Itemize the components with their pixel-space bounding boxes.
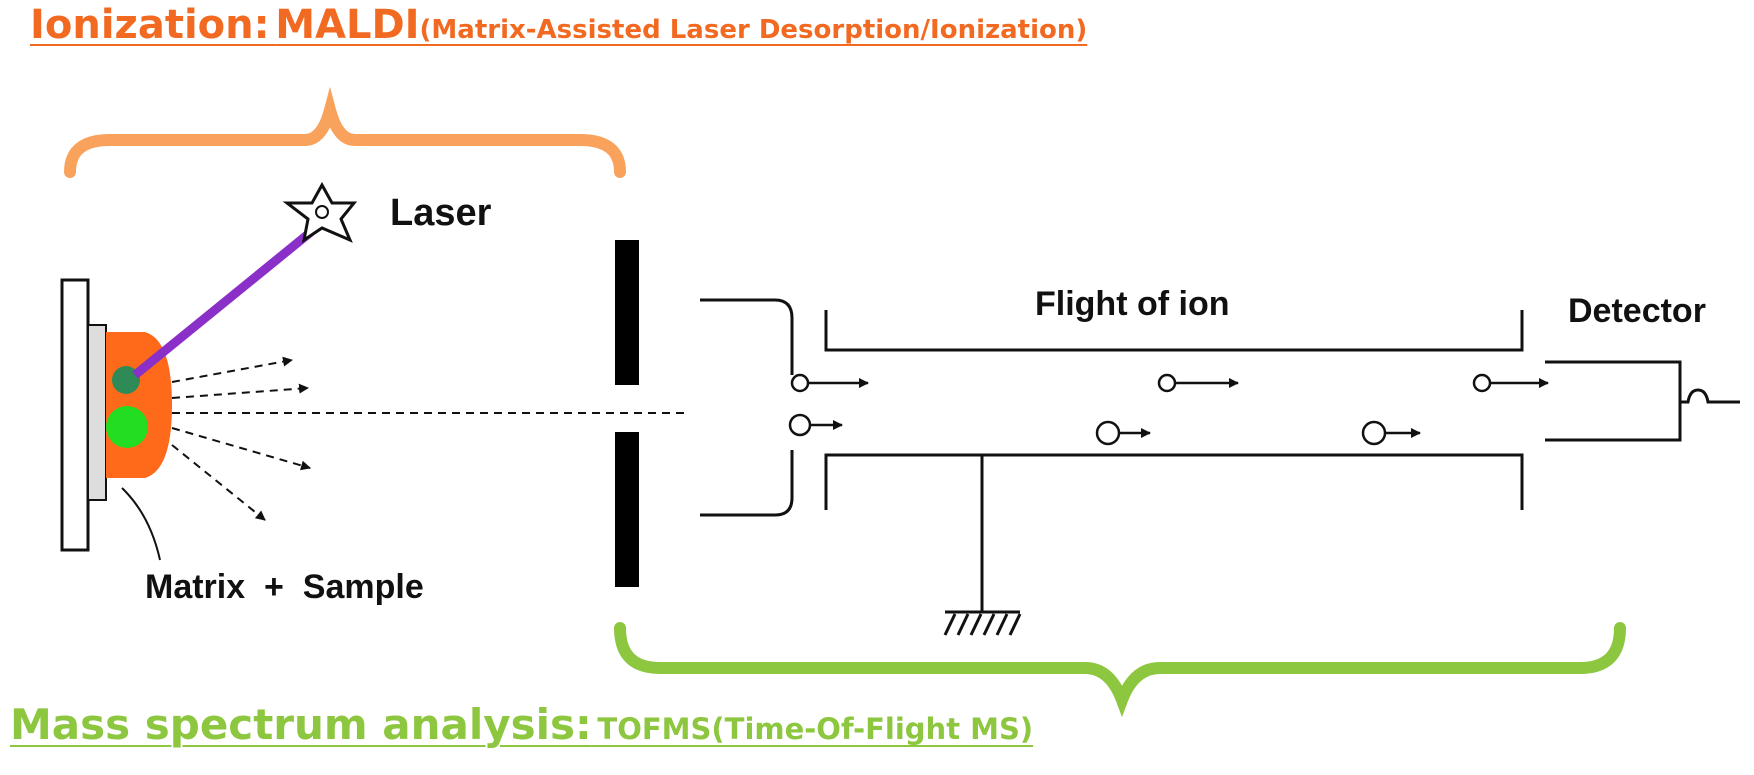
sample-plate [60, 278, 172, 561]
mass-spectrum-title: Mass spectrum analysis: TOFMS(Time-Of-Fl… [10, 700, 1033, 749]
laser-beam [132, 227, 315, 379]
detector-label: Detector [1568, 292, 1706, 330]
matrix-dot [112, 366, 140, 394]
mass-spectrum-detail: (Time-Of-Flight MS) [711, 712, 1034, 746]
ionization-label: Ionization: [30, 2, 270, 48]
ionization-title: Ionization: MALDI(Matrix-Assisted Laser … [30, 2, 1087, 48]
matrix-sample-label: Matrix + Sample [145, 568, 424, 606]
ionization-method: MALDI [275, 2, 420, 48]
ion-particle [1095, 420, 1151, 446]
star-burst-icon [282, 181, 358, 244]
extraction-grid [615, 240, 639, 587]
ion-particle [1472, 373, 1549, 393]
ground-icon [943, 610, 1022, 636]
mass-spectrum-label: Mass spectrum analysis: [10, 700, 592, 749]
ion-particle [1157, 373, 1239, 393]
ionization-detail: (Matrix-Assisted Laser Desorption/Ioniza… [419, 15, 1088, 45]
flight-tube [700, 298, 1524, 612]
ions-in-flight [788, 373, 1549, 446]
flight-of-ion-label: Flight of ion [1035, 285, 1230, 323]
laser-label: Laser [390, 192, 492, 234]
desorption-plume [171, 356, 685, 521]
ion-particle [790, 373, 869, 393]
sample-dot [106, 406, 148, 448]
mass-spectrum-brace [614, 622, 1626, 718]
ion-particle [1361, 420, 1421, 446]
ionization-brace [64, 86, 626, 178]
ion-particle [788, 413, 843, 437]
mass-spectrum-method: TOFMS [597, 712, 712, 746]
detector [1545, 360, 1740, 442]
